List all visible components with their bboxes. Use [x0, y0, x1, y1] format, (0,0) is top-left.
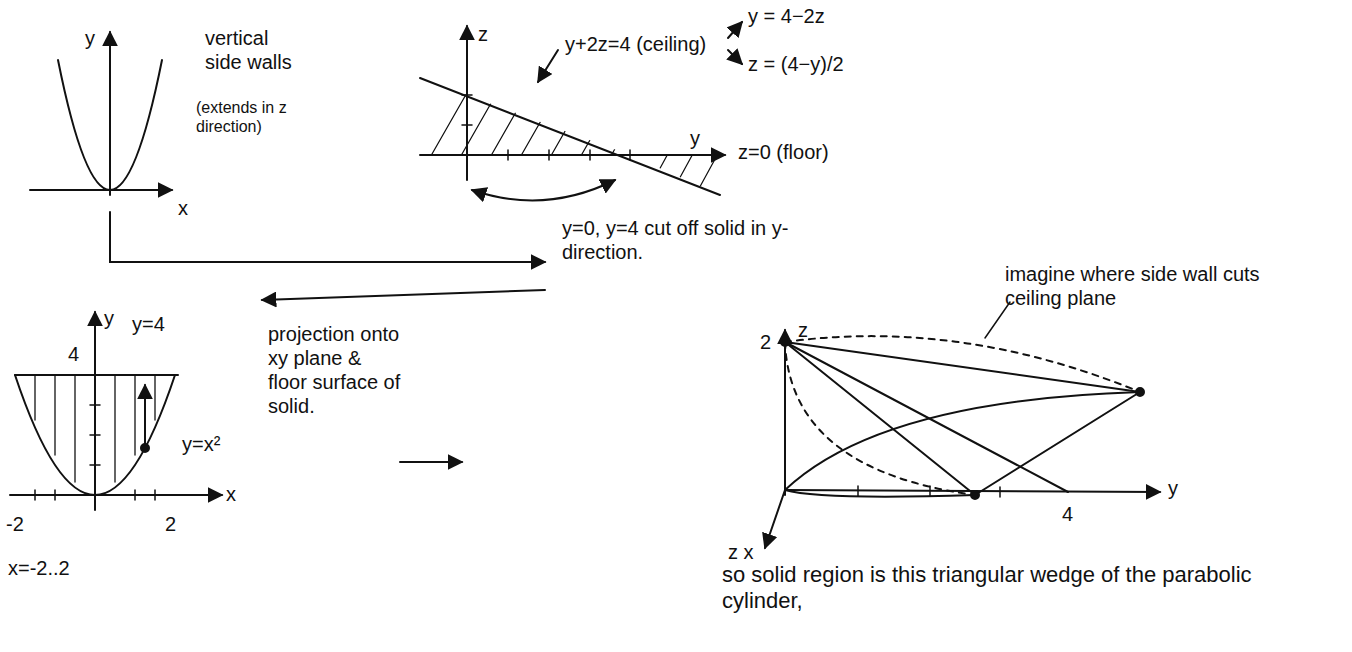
floor-parabola: [785, 392, 1140, 490]
handwritten-label: y+2z=4 (ceiling): [565, 32, 706, 56]
handwritten-label: imagine where side wall cuts ceiling pla…: [1005, 262, 1285, 310]
handwritten-label: y=4: [132, 312, 165, 336]
handwritten-label: z x: [728, 540, 754, 564]
handwritten-label: 2: [760, 330, 771, 354]
y-axis: [420, 154, 725, 156]
ceiling-edge: [785, 342, 975, 495]
hatching: [640, 150, 745, 205]
handwritten-label: projection onto xy plane & floor surface…: [268, 322, 403, 418]
handwritten-label: -2: [6, 512, 24, 536]
dashed-curve: [785, 336, 1140, 392]
y-axis: [94, 312, 96, 510]
flow-arrow: [400, 461, 462, 463]
hatching: [420, 70, 660, 175]
handwritten-label: z = (4−y)/2: [748, 52, 844, 76]
x-axis: [10, 494, 222, 496]
dashed-curve: [785, 342, 975, 495]
handwritten-label: x=-2..2: [8, 556, 70, 580]
handwritten-label: 4: [1062, 502, 1073, 526]
handwritten-label: 4: [68, 342, 79, 366]
handwritten-label: y=x²: [182, 432, 220, 456]
point: [141, 444, 149, 452]
handwritten-label: z=0 (floor): [738, 140, 829, 164]
point: [1136, 388, 1144, 396]
handwritten-label: z: [798, 318, 808, 342]
ticks: [35, 405, 155, 500]
line-y4: [15, 374, 178, 376]
handwritten-label: y=0, y=4 cut off solid in y-direction.: [562, 216, 827, 264]
curved-arrow: [472, 180, 615, 200]
ticks: [858, 486, 1000, 497]
handwritten-label: vertical side walls: [205, 26, 300, 74]
y-axis: [109, 32, 111, 195]
handwritten-label: y: [85, 26, 95, 50]
handwritten-label: x: [178, 196, 188, 220]
ceiling-line: [420, 78, 720, 195]
edge-y4: [975, 392, 1140, 495]
handwritten-label: z: [478, 22, 488, 46]
handwritten-label: y: [1168, 476, 1178, 500]
handwritten-label: 2: [165, 512, 176, 536]
vertical-strips: [35, 376, 155, 482]
pointer-arrow: [538, 50, 558, 82]
ticks: [462, 95, 630, 160]
pointer-arrow: [728, 22, 742, 38]
x-axis: [30, 189, 172, 191]
pointer-arrow: [728, 50, 742, 64]
z-axis: [466, 26, 468, 180]
point: [781, 338, 789, 346]
x-axis: [765, 490, 785, 548]
handwritten-label: y: [104, 306, 114, 330]
parabola: [58, 60, 162, 190]
handwritten-label: (extends in z direction): [196, 98, 321, 136]
handwritten-label: y = 4−2z: [748, 4, 825, 28]
parabola: [15, 375, 175, 495]
strip-arrow: [144, 385, 146, 445]
flow-arrow: [110, 212, 545, 262]
ceiling-trace: [785, 342, 1068, 492]
handwritten-label: so solid region is this triangular wedge…: [722, 562, 1282, 614]
handwritten-label: y: [690, 126, 700, 150]
handwritten-label: x: [226, 482, 236, 506]
flow-arrow: [262, 290, 545, 300]
point: [971, 491, 979, 499]
